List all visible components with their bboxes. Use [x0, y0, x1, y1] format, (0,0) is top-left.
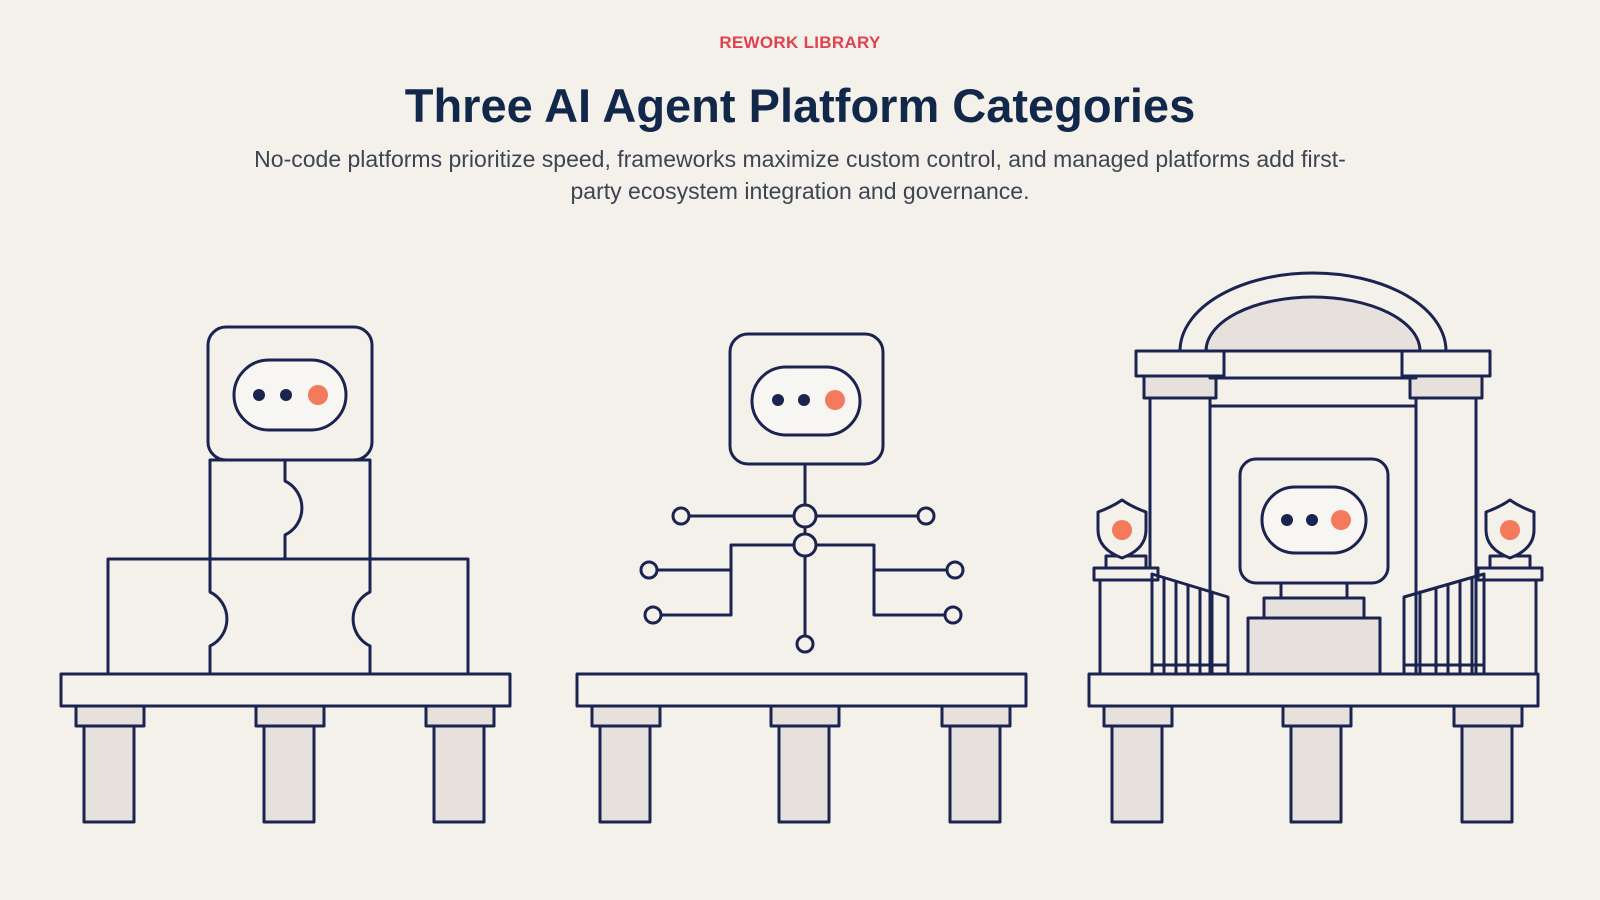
table-legs [590, 704, 1012, 824]
page-subtitle: No-code platforms prioritize speed, fram… [254, 146, 1346, 204]
table-legs [74, 704, 496, 824]
puzzle-blocks-robot-icon [59, 325, 512, 824]
robot-head [206, 325, 374, 462]
table-top [575, 672, 1028, 708]
page-title: Three AI Agent Platform Categories [404, 79, 1196, 132]
temple-gate-robot-icon [1087, 271, 1544, 824]
table-top [1087, 672, 1540, 708]
eyebrow-label: REWORK LIBRARY [719, 33, 881, 52]
puzzle-piece-center [208, 557, 372, 676]
table-top [59, 672, 512, 708]
table-legs [1102, 704, 1524, 824]
dome-arch [1178, 271, 1448, 353]
left-gate [1092, 498, 1230, 676]
circuit-nodes [639, 503, 965, 654]
robot-on-pedestal [1238, 457, 1390, 676]
puzzle-piece-top [208, 458, 372, 561]
robot-head [728, 332, 885, 466]
circuit-tree-robot-icon [575, 332, 1028, 824]
right-gate [1402, 498, 1544, 676]
